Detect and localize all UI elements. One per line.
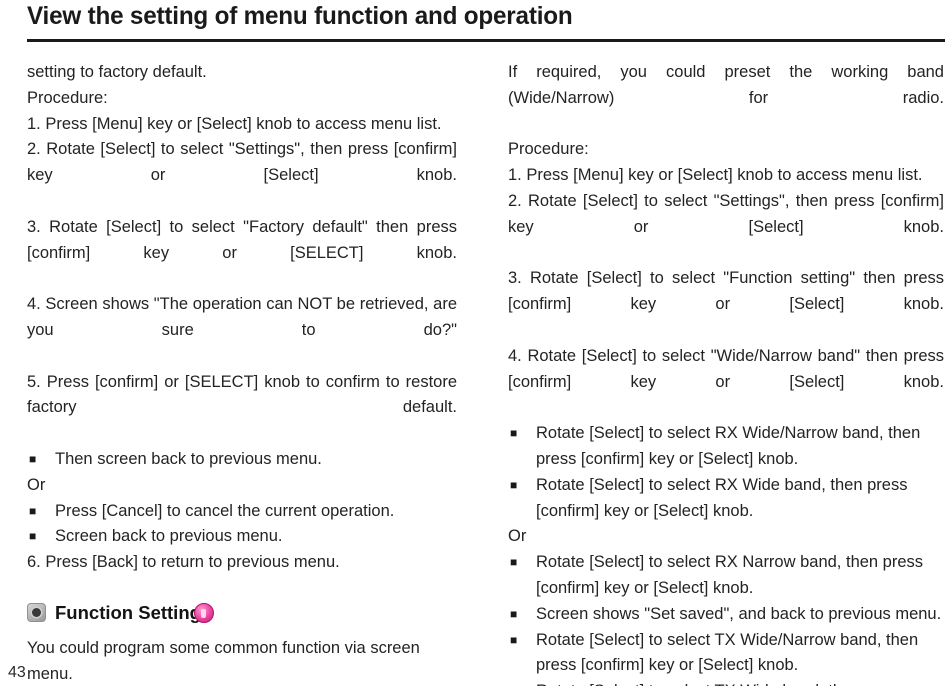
- paragraph: 6. Press [Back] to return to previous me…: [27, 553, 340, 572]
- square-bullet-icon: ■: [29, 529, 37, 544]
- paragraph: 2. Rotate [Select] to select "Settings",…: [508, 191, 944, 236]
- section-heading-label: Function Setting: [55, 601, 201, 623]
- left-column-blocks: setting to factory default. Procedure: 1. …: [27, 60, 457, 576]
- bullet-text: Screen shows "Set saved", and back to pr…: [536, 604, 942, 623]
- gear-icon: [27, 603, 46, 623]
- bullet-text: Rotate [Select] to select TX Wide/Narrow…: [536, 630, 919, 675]
- function-setting-body: You could program some common function v…: [27, 638, 420, 683]
- bullet-text: Then screen back to previous menu.: [55, 449, 322, 468]
- bullet-item: ■ Screen back to previous menu.: [27, 524, 457, 550]
- right-text-column: If required, you could preset the workin…: [508, 60, 944, 686]
- page-title: View the setting of menu function and op…: [27, 2, 573, 30]
- right-column-blocks: If required, you could preset the workin…: [508, 60, 944, 686]
- square-bullet-icon: ■: [510, 426, 518, 441]
- paragraph: If required, you could preset the workin…: [508, 63, 944, 107]
- paragraph: Procedure:: [27, 88, 108, 107]
- square-bullet-icon: ■: [510, 477, 518, 492]
- bullet-item: ■ Rotate [Select] to select TX Wide/Narro…: [508, 628, 944, 680]
- paragraph: 3. Rotate [Select] to select "Function s…: [508, 269, 944, 314]
- bullet-text: Rotate [Select] to select RX Narrow band…: [536, 553, 924, 597]
- bullet-text: Rotate [Select] to select RX Wide band, …: [536, 475, 908, 520]
- left-text-column: setting to factory default. Procedure: 1. …: [27, 60, 457, 686]
- square-bullet-icon: ■: [510, 555, 518, 570]
- paragraph: 2. Rotate [Select] to select "Settings",…: [27, 140, 457, 185]
- spacer: [27, 624, 457, 636]
- bullet-item: ■ Rotate [Select] to select TX Wide band,…: [508, 679, 944, 686]
- paragraph: 4. Rotate [Select] to select "Wide/Narro…: [508, 346, 944, 391]
- pink-badge-icon: [193, 602, 214, 623]
- paragraph: Procedure:: [508, 140, 589, 159]
- paragraph: Or: [27, 475, 46, 494]
- paragraph: 4. Screen shows "The operation can NOT b…: [27, 295, 457, 339]
- bullet-item: ■ Rotate [Select] to select RX Narrow ban…: [508, 550, 944, 602]
- square-bullet-icon: ■: [510, 632, 518, 647]
- square-bullet-icon: ■: [29, 451, 37, 466]
- page-number: 43: [8, 664, 26, 681]
- bullet-item: ■ Rotate [Select] to select RX Wide band,…: [508, 473, 944, 525]
- paragraph: 3. Rotate [Select] to select "Factory de…: [27, 217, 457, 262]
- bullet-text: Rotate [Select] to select RX Wide/Narrow…: [536, 424, 921, 468]
- title-divider: [27, 39, 945, 42]
- bullet-text: Press [Cancel] to cancel the current ope…: [55, 501, 395, 520]
- paragraph: 5. Press [confirm] or [SELECT] knob to c…: [27, 372, 457, 417]
- square-bullet-icon: ■: [510, 606, 518, 621]
- paragraph: setting to factory default.: [27, 63, 207, 81]
- bullet-item: ■ Rotate [Select] to select RX Wide/Narro…: [508, 421, 944, 473]
- bullet-text: Rotate [Select] to select TX Wide band, …: [536, 682, 905, 686]
- bullet-item: ■ Then screen back to previous menu.: [27, 447, 457, 473]
- spacer: [27, 576, 457, 602]
- paragraph: 1. Press [Menu] key or [Select] knob to …: [508, 166, 923, 185]
- paragraph: Or: [508, 527, 527, 546]
- square-bullet-icon: ■: [510, 679, 517, 686]
- bullet-text: Screen back to previous menu.: [55, 527, 283, 546]
- bullet-item: ■ Press [Cancel] to cancel the current op…: [27, 499, 457, 525]
- bullet-item: ■ Screen shows "Set saved", and back to p…: [508, 602, 944, 628]
- square-bullet-icon: ■: [29, 503, 37, 518]
- paragraph: 1. Press [Menu] key or [Select] knob to …: [27, 114, 442, 133]
- section-heading-function-setting: Function Setting: [27, 602, 457, 624]
